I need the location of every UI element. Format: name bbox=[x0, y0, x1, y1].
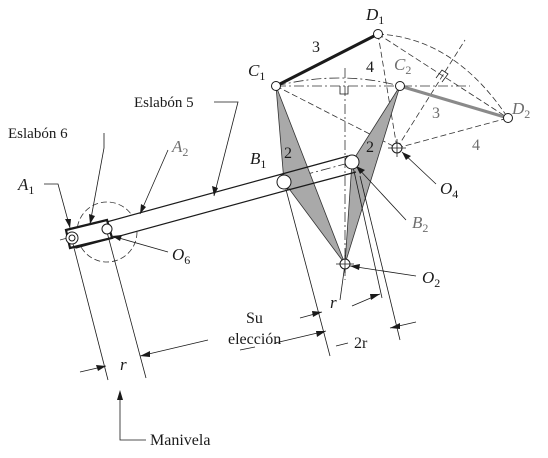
dim-r-left-arrow bbox=[96, 365, 106, 371]
label-O2: O2 bbox=[422, 268, 440, 290]
dim-r-mid-left-arrow bbox=[312, 311, 322, 317]
joint-D1 bbox=[373, 29, 383, 39]
link5-bar-edge-3 bbox=[287, 171, 357, 191]
label-link2-pos2: 2 bbox=[366, 139, 374, 156]
dim-su-left bbox=[239, 346, 256, 351]
label-eslabon6: Eslabón 6 bbox=[8, 126, 68, 142]
ext-line-O6 bbox=[106, 231, 147, 379]
leader-O6 bbox=[111, 235, 169, 253]
arc-D-path bbox=[377, 33, 509, 119]
link3-position-2 bbox=[399, 84, 509, 120]
line-D1-O4 bbox=[377, 33, 398, 149]
leader-O4-arrow bbox=[402, 152, 411, 160]
link3-position-1 bbox=[275, 32, 379, 88]
leader-eslabon5-arrow bbox=[212, 186, 218, 196]
leader-eslabon6-arrow bbox=[89, 214, 95, 224]
label-D1: D1 bbox=[365, 5, 384, 27]
ext-line-O2a bbox=[339, 263, 346, 301]
leader-manivela bbox=[119, 392, 146, 441]
right-angle-marker-2 bbox=[435, 69, 449, 83]
label-eleccion: elección bbox=[228, 331, 281, 348]
ext-line-O2 bbox=[351, 161, 383, 299]
joint-O6 bbox=[101, 223, 113, 235]
dim-r-right-arrow bbox=[140, 351, 150, 357]
label-link4-pos2: 4 bbox=[472, 137, 480, 154]
link-2-position-2 bbox=[344, 85, 401, 265]
leader-lines bbox=[44, 101, 437, 441]
label-link4-pos1: 4 bbox=[366, 59, 374, 76]
ext-line-B2 bbox=[359, 175, 401, 341]
label-O4: O4 bbox=[440, 179, 458, 201]
label-su: Su bbox=[246, 310, 263, 327]
leader-A2-arrow bbox=[140, 204, 146, 214]
label-B1: B1 bbox=[250, 149, 266, 171]
link2-triangle-2 bbox=[344, 85, 401, 265]
leader-O2-arrow bbox=[350, 264, 360, 270]
leader-eslabon5 bbox=[213, 101, 239, 197]
dim-r-mid-right-arrow bbox=[370, 294, 380, 300]
dim-r-right bbox=[139, 339, 209, 357]
joint-B1 bbox=[276, 174, 292, 190]
joint-B2 bbox=[344, 154, 360, 170]
label-r-mid: r bbox=[330, 293, 337, 312]
line-O4-D2 bbox=[396, 117, 509, 149]
label-C1: C1 bbox=[248, 61, 265, 83]
label-link2-pos1: 2 bbox=[284, 145, 292, 162]
joints bbox=[65, 29, 513, 273]
label-A1: A1 bbox=[17, 175, 34, 197]
label-2r: 2r bbox=[354, 335, 368, 352]
dim-2r-left bbox=[335, 342, 349, 347]
leader-A1 bbox=[44, 183, 71, 229]
ext-line-B1 bbox=[283, 181, 331, 357]
label-manivela: Manivela bbox=[150, 432, 210, 449]
joint-A1-inner bbox=[68, 234, 76, 242]
leader-eslabon6 bbox=[89, 133, 105, 225]
joint-C1 bbox=[271, 81, 281, 91]
label-link3-pos1: 3 bbox=[312, 39, 320, 56]
right-angle-marker-1 bbox=[339, 86, 349, 95]
arc-C-path bbox=[275, 77, 401, 87]
leader-B2 bbox=[355, 165, 407, 221]
leader-O6-arrow bbox=[112, 235, 122, 241]
link-2-position-1 bbox=[275, 85, 346, 265]
label-r-left: r bbox=[120, 355, 127, 374]
text-labels: Eslabón 5 Eslabón 6 A1 A2 B1 B2 C1 C2 D1… bbox=[8, 5, 530, 449]
label-B2: B2 bbox=[412, 213, 428, 235]
leader-A1-arrow bbox=[65, 219, 71, 228]
label-A2: A2 bbox=[171, 137, 188, 159]
link5-bar-edge-2 bbox=[281, 155, 349, 175]
joint-D2 bbox=[503, 113, 513, 123]
label-link3-pos2: 3 bbox=[432, 105, 440, 122]
leader-A2 bbox=[139, 149, 169, 215]
ext-line-A1 bbox=[71, 239, 109, 381]
joint-C2 bbox=[395, 81, 405, 91]
leader-B2-arrow bbox=[356, 166, 365, 174]
link-3 bbox=[275, 32, 509, 120]
dimension-lines bbox=[71, 69, 449, 381]
dim-2r-arrow bbox=[390, 323, 400, 329]
label-D2: D2 bbox=[511, 99, 530, 121]
label-O6: O6 bbox=[172, 245, 190, 267]
dim-su-arrow bbox=[316, 331, 326, 337]
leader-O2 bbox=[349, 265, 417, 277]
line-D1-D2 bbox=[377, 33, 509, 119]
label-eslabon5: Eslabón 5 bbox=[134, 95, 194, 111]
link2-triangle-1 bbox=[275, 85, 346, 265]
label-C2: C2 bbox=[394, 55, 411, 77]
leader-manivela-arrow bbox=[117, 390, 123, 400]
